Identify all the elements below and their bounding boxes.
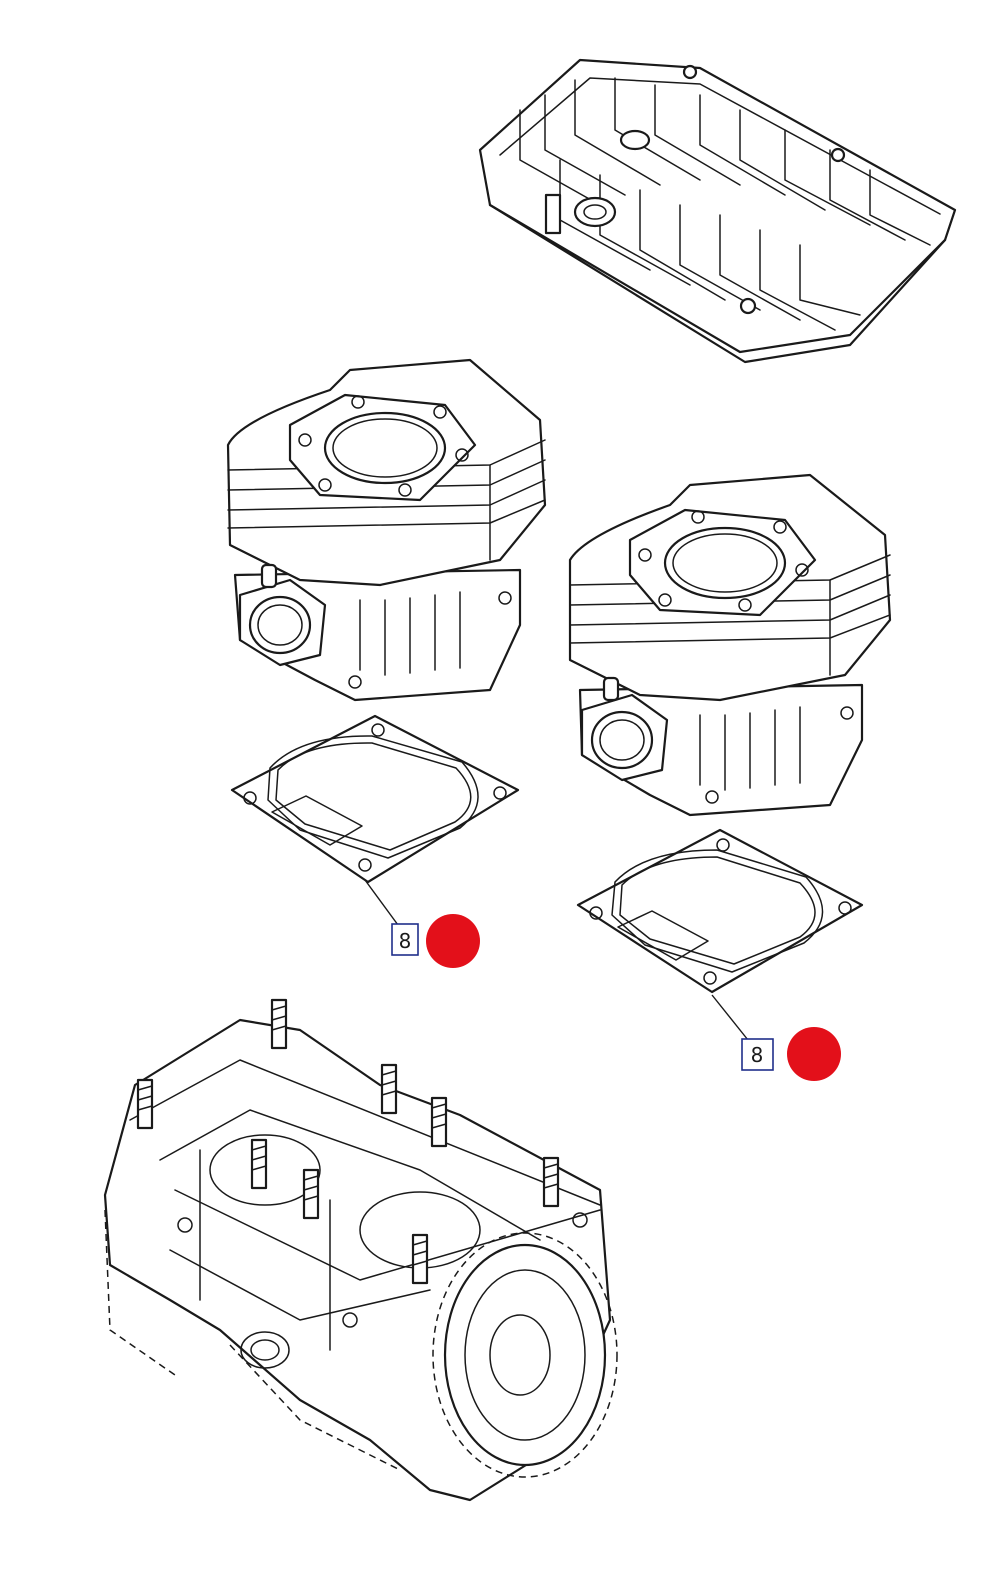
- callout-box: [741, 1038, 774, 1071]
- callout-label: 8: [751, 1043, 764, 1067]
- cylinder-left[interactable]: [226, 358, 547, 702]
- cylinder-right[interactable]: [568, 473, 892, 817]
- base-gasket-left[interactable]: [230, 714, 520, 884]
- leader-line: [711, 994, 749, 1041]
- callout-box: [391, 923, 419, 956]
- leader-line: [364, 879, 399, 926]
- callout-right[interactable]: 8: [711, 994, 841, 1081]
- crankcase[interactable]: [103, 998, 618, 1502]
- cylinder-head[interactable]: [478, 58, 957, 364]
- red-marker-dot: [426, 914, 480, 968]
- red-marker-dot: [787, 1027, 841, 1081]
- callout-label: 8: [399, 929, 412, 953]
- callout-left[interactable]: 8: [364, 879, 480, 968]
- base-gasket-right[interactable]: [576, 828, 864, 994]
